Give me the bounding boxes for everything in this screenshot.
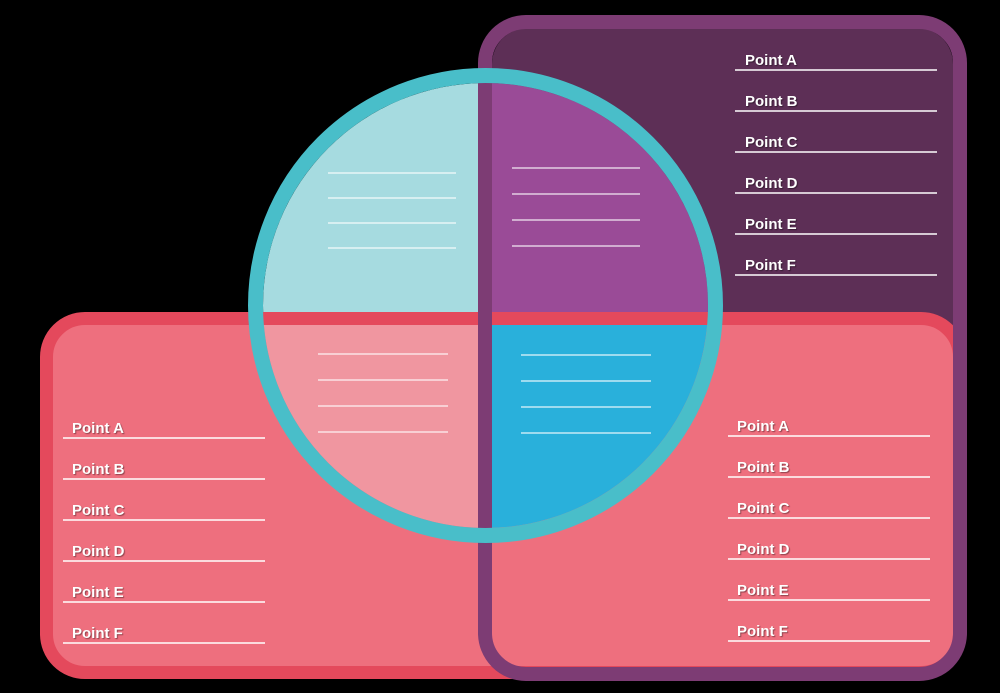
point-item: Point B (63, 459, 265, 480)
point-label: Point F (745, 257, 796, 274)
point-item: Point F (63, 623, 265, 644)
point-item: Point C (735, 132, 937, 153)
point-item: Point A (728, 416, 930, 437)
point-label: Point A (745, 52, 797, 69)
point-item: Point E (63, 582, 265, 603)
point-label: Point D (737, 541, 790, 558)
point-item: Point F (735, 255, 937, 276)
point-item: Point B (735, 91, 937, 112)
point-label: Point B (745, 93, 798, 110)
point-item: Point D (63, 541, 265, 562)
point-item: Point B (728, 457, 930, 478)
point-label: Point A (72, 420, 124, 437)
point-label: Point C (72, 502, 125, 519)
point-item: Point F (728, 621, 930, 642)
point-item: Point D (735, 173, 937, 194)
point-item: Point C (728, 498, 930, 519)
point-label: Point B (72, 461, 125, 478)
point-item: Point A (735, 50, 937, 71)
point-item: Point D (728, 539, 930, 560)
point-item: Point E (728, 580, 930, 601)
point-label: Point C (745, 134, 798, 151)
circle-ring (248, 68, 723, 543)
point-label: Point F (737, 623, 788, 640)
point-label: Point D (745, 175, 798, 192)
point-label: Point A (737, 418, 789, 435)
point-item: Point C (63, 500, 265, 521)
point-item: Point E (735, 214, 937, 235)
point-label: Point F (72, 625, 123, 642)
point-label: Point E (72, 584, 124, 601)
point-label: Point E (737, 582, 789, 599)
point-item: Point A (63, 418, 265, 439)
point-label: Point B (737, 459, 790, 476)
point-label: Point C (737, 500, 790, 517)
point-label: Point E (745, 216, 797, 233)
point-label: Point D (72, 543, 125, 560)
